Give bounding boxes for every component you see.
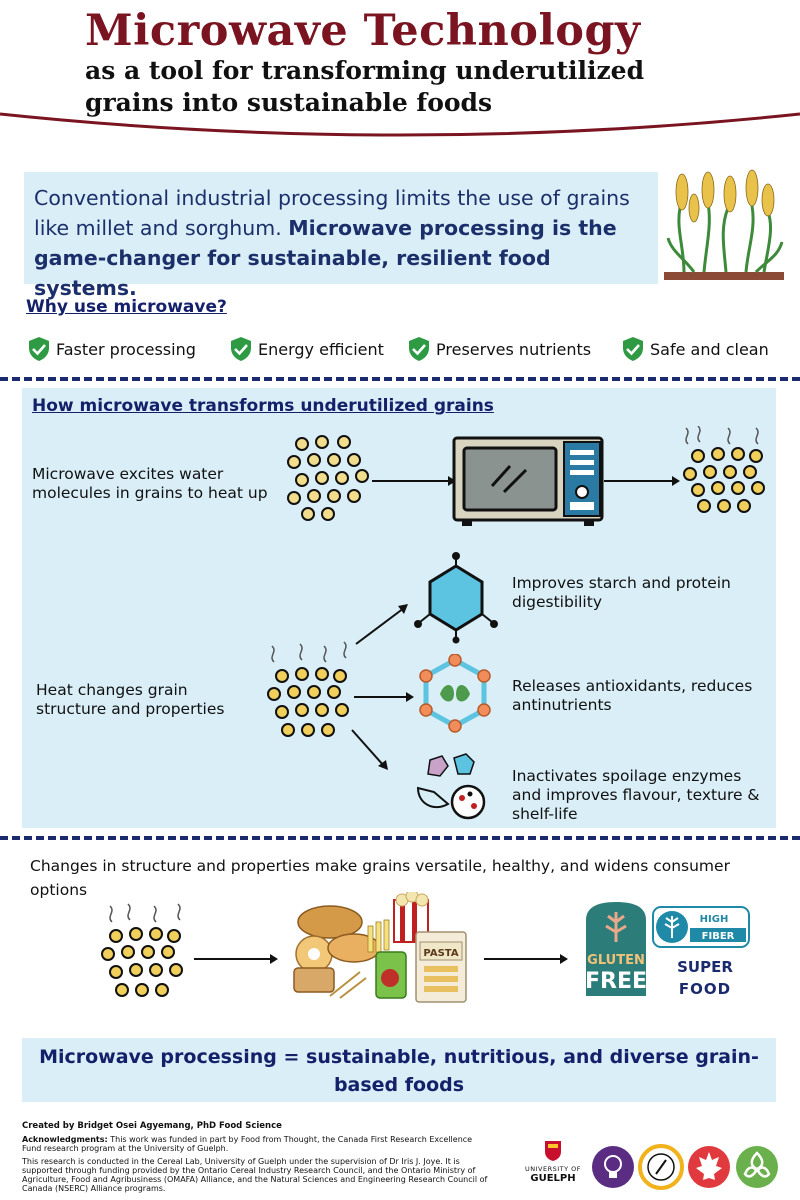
starch-molecule-icon	[414, 552, 498, 644]
high-fiber-bottom: FIBER	[702, 931, 735, 942]
pasta-label: PASTA	[423, 948, 458, 959]
page-subtitle-line2: grains into sustainable foods	[85, 88, 493, 117]
guelph-wordmark: GUELPH	[530, 1173, 576, 1184]
canada-maple-leaf-logo-icon	[688, 1146, 730, 1188]
microwave-oven-icon	[452, 436, 604, 526]
heated-grains-icon	[683, 426, 765, 513]
ontario-trillium-logo-icon	[736, 1146, 778, 1188]
benefit-item: Preserves nutrients	[408, 336, 591, 362]
changes-text: Changes in structure and properties make…	[30, 857, 730, 899]
arrow-icon	[354, 692, 414, 702]
shield-check-icon	[29, 337, 49, 361]
shield-check-icon	[623, 337, 643, 361]
antioxidant-icon	[419, 654, 491, 733]
step1-text: Microwave excites water molecules in gra…	[32, 465, 268, 502]
benefit-item: Faster processing	[28, 336, 196, 362]
summary-text: Microwave processing = sustainable, nutr…	[39, 1046, 759, 1096]
gluten-free-top: GLUTEN	[587, 953, 645, 968]
university-of: UNIVERSITY OF	[524, 1165, 581, 1173]
benefit-label: Faster processing	[56, 339, 196, 359]
intro-panel	[24, 172, 658, 284]
super-food-top: SUPER	[677, 958, 733, 976]
summary-panel	[22, 1038, 776, 1102]
purple-partner-logo-icon	[592, 1146, 634, 1188]
guelph-crest-icon	[545, 1141, 561, 1161]
gluten-free-bottom: FREE	[585, 969, 647, 994]
header-curve	[0, 112, 800, 137]
arrow-icon	[351, 729, 388, 770]
effect-text: Inactivates spoilage enzymes and improve…	[512, 767, 760, 823]
arrow-icon	[372, 476, 456, 486]
created-by: Created by Bridget Osei Agyemang, PhD Fo…	[22, 1121, 282, 1131]
shield-check-icon	[231, 337, 251, 361]
how-panel	[22, 388, 776, 828]
high-fiber-badge-icon: HIGH FIBER	[652, 906, 750, 948]
millet-plant-icon	[664, 169, 784, 280]
research-text: This research is conducted in the Cereal…	[22, 1157, 488, 1193]
heated-grains-icon	[267, 641, 349, 737]
ack-text: This work was funded in part by Food fro…	[22, 1135, 473, 1153]
ack-label: Acknowledgments:	[22, 1135, 108, 1144]
intro-text-plain: Conventional industrial processing limit…	[34, 186, 630, 240]
section-divider	[0, 836, 800, 840]
benefit-item: Energy efficient	[230, 336, 384, 362]
shield-check-icon	[409, 337, 429, 361]
effect-text: Releases antioxidants, reduces antinutri…	[512, 677, 753, 714]
gluten-free-badge-icon: GLUTEN FREE	[585, 902, 647, 996]
page-subtitle-line1: as a tool for transforming underutilized	[85, 56, 645, 85]
section-divider	[0, 377, 800, 381]
arrow-icon	[194, 954, 278, 964]
super-food-badge-icon: SUPER FOOD	[677, 958, 733, 998]
guelph-logo: UNIVERSITY OF GUELPH	[522, 1140, 584, 1184]
arrow-icon	[484, 954, 568, 964]
cereal-lab-logo-icon	[638, 1144, 684, 1190]
grain-foods-collage-icon: PASTA	[293, 892, 467, 1003]
page-title: Microwave Technology	[85, 6, 641, 56]
intro-text-bold: Microwave processing is the game-changer…	[34, 216, 617, 300]
benefit-label: Safe and clean	[650, 339, 769, 359]
benefit-label: Energy efficient	[258, 339, 384, 359]
arrow-icon	[604, 476, 680, 486]
super-food-bottom: FOOD	[679, 980, 731, 998]
arrow-icon	[355, 604, 408, 645]
credits-block: Created by Bridget Osei Agyemang, PhD Fo…	[22, 1121, 492, 1194]
effect-text: Improves starch and protein digestibilit…	[512, 574, 731, 611]
heated-grains-icon	[101, 903, 183, 997]
acknowledgments: Acknowledgments: This work was funded in…	[22, 1135, 492, 1153]
step2-text: Heat changes grain structure and propert…	[36, 681, 225, 718]
high-fiber-top: HIGH	[700, 914, 729, 925]
raw-grains-icon	[287, 435, 369, 521]
enzyme-icon	[416, 753, 486, 820]
why-title: Why use microwave?	[26, 297, 227, 317]
benefit-label: Preserves nutrients	[436, 339, 592, 359]
benefit-item: Safe and clean	[622, 336, 769, 362]
how-title: How microwave transforms underutilized g…	[32, 396, 494, 416]
intro-text: Conventional industrial processing limit…	[34, 183, 654, 303]
